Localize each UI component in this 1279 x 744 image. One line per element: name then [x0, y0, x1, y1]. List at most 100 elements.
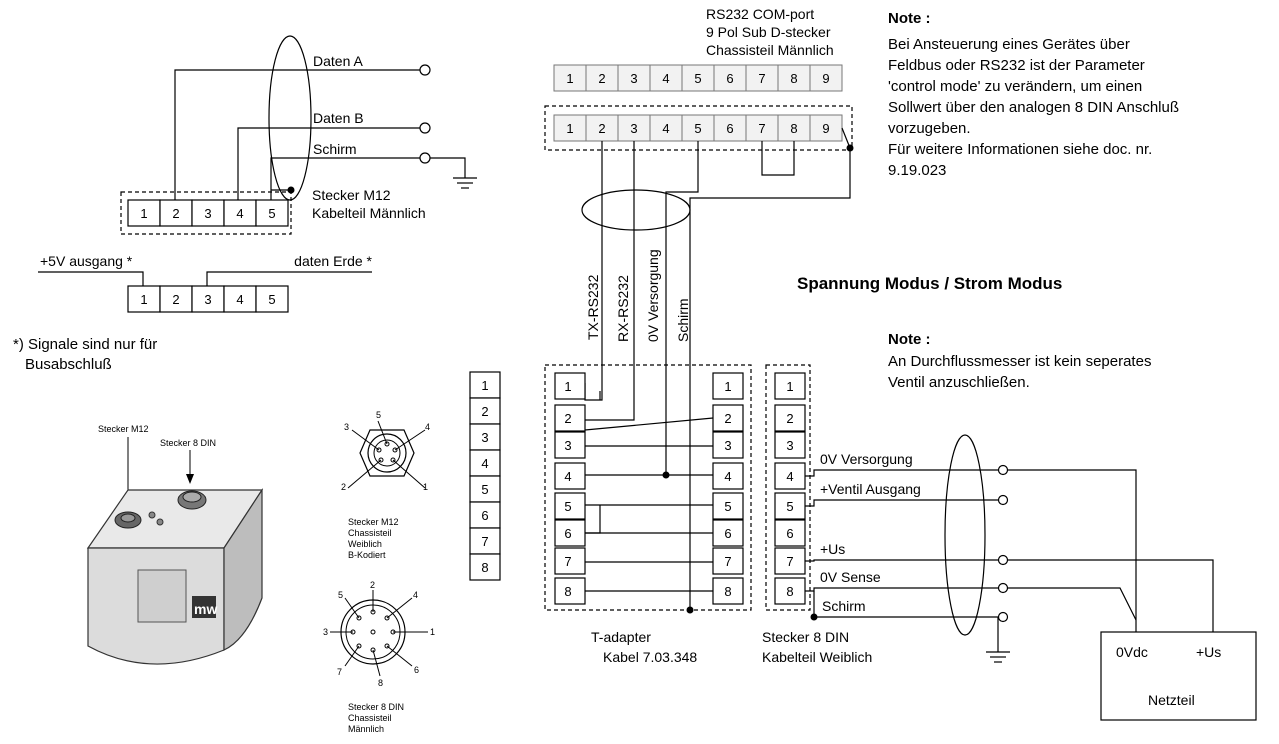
pin: 5 — [481, 482, 488, 497]
note2: Note : An Durchflussmesser ist kein sepe… — [888, 331, 1151, 391]
pin: 2 — [598, 71, 605, 86]
pin-label: 4 — [413, 590, 418, 600]
terminal-daten-a — [419, 64, 431, 76]
m12-cable-section: Daten A Daten B Schirm 1 2 3 4 5 Stecker… — [120, 35, 477, 235]
netzteil-0vdc: 0Vdc — [1116, 644, 1148, 660]
pin: 6 — [564, 526, 571, 541]
label-0v-versorgung: 0V Versorgung — [645, 249, 661, 342]
pin: 2 — [598, 121, 605, 136]
note-line: vorzugeben. — [888, 120, 971, 137]
note-line: An Durchflussmesser ist kein seperates — [888, 353, 1151, 370]
label-daten-b: Daten B — [313, 110, 364, 126]
rs232-cable-row: 1 2 3 4 5 6 7 8 9 — [553, 114, 843, 142]
label-rx-rs232: RX-RS232 — [615, 275, 631, 342]
wire-sense-join — [1008, 587, 1137, 621]
pin: 2 — [786, 411, 793, 426]
m12-title: Stecker M12 — [312, 187, 391, 203]
pin: 5 — [564, 499, 571, 514]
pin: 1 — [566, 71, 573, 86]
pin-label: 3 — [344, 422, 349, 432]
wire-tx — [584, 141, 603, 401]
caption-line: Männlich — [348, 724, 384, 734]
note-line: Für weitere Informationen siehe doc. nr. — [888, 141, 1152, 158]
pin: 6 — [726, 71, 733, 86]
pin: 7 — [481, 534, 488, 549]
note1-heading: Note : — [888, 10, 931, 27]
note1: Note : Bei Ansteuerung eines Gerätes übe… — [888, 10, 1179, 179]
footnote-line2: Busabschluß — [25, 356, 112, 373]
m12-pin-row: 1 2 3 4 5 — [127, 199, 289, 227]
label-out-ventil: +Ventil Ausgang — [820, 481, 921, 497]
caption-line: B-Kodiert — [348, 550, 386, 560]
pin: 1 — [724, 379, 731, 394]
note-line: Feldbus oder RS232 ist der Parameter — [888, 57, 1145, 74]
wire-out-sense — [805, 587, 998, 592]
pin: 1 — [140, 292, 147, 307]
pin-label: 5 — [376, 410, 381, 420]
pin: 3 — [724, 438, 731, 453]
wire-daten-b — [237, 127, 420, 204]
pin: 4 — [724, 469, 731, 484]
output-wiring: 0V Versorgung +Ventil Ausgang +Us 0V Sen… — [805, 434, 1214, 663]
t-adapter-internal-wires — [584, 391, 714, 592]
pin: 3 — [630, 121, 637, 136]
pin: 1 — [564, 379, 571, 394]
m12-connector-outline — [120, 191, 292, 235]
pin: 9 — [822, 71, 829, 86]
pin: 2 — [481, 404, 488, 419]
pin-label: 3 — [323, 627, 328, 637]
pin-label: 2 — [370, 580, 375, 590]
pin: 7 — [724, 554, 731, 569]
pin: 1 — [481, 378, 488, 393]
left-pin-strip: 1 2 3 4 5 6 7 8 — [469, 371, 501, 581]
pin: 5 — [268, 206, 275, 221]
pin: 5 — [694, 121, 701, 136]
pin: 2 — [724, 411, 731, 426]
pin: 3 — [786, 438, 793, 453]
pin: 8 — [790, 121, 797, 136]
wire-schirm — [270, 157, 420, 204]
pin: 2 — [564, 411, 571, 426]
m12-hex-outline — [359, 429, 415, 477]
caption-line: Stecker M12 — [348, 517, 399, 527]
pin-label: 5 — [338, 590, 343, 600]
rs232-subtitle: 9 Pol Sub D-stecker — [706, 24, 831, 40]
pin: 5 — [694, 71, 701, 86]
pin: 6 — [786, 526, 793, 541]
device-label-m12: Stecker M12 — [98, 424, 149, 434]
note2-heading: Note : — [888, 331, 931, 348]
caption-line: Weiblich — [348, 539, 382, 549]
section-title: Spannung Modus / Strom Modus — [797, 274, 1062, 293]
din8-cable-sublabel: Kabelteil Weiblich — [762, 649, 872, 665]
label-schirm: Schirm — [313, 141, 357, 157]
device-side-face — [223, 487, 263, 651]
pin: 4 — [786, 469, 793, 484]
label-5v-ausgang: +5V ausgang * — [40, 253, 133, 269]
wire-5v — [38, 271, 144, 286]
note-line: 'control mode' zu verändern, um einen — [888, 78, 1142, 95]
note-line: Sollwert über den analogen 8 DIN Anschlu… — [888, 99, 1179, 116]
terminal-schirm — [419, 152, 431, 164]
label-out-0v: 0V Versorgung — [820, 451, 913, 467]
m12-chassis-pinout: 1 2 3 4 5 Stecker M12 Chassisteil Weibli… — [341, 410, 430, 560]
wire-daten-erde — [206, 271, 372, 286]
netzteil: 0Vdc +Us Netzteil — [1100, 631, 1257, 721]
din8-cable-label: Stecker 8 DIN — [762, 629, 849, 645]
pin: 3 — [481, 430, 488, 445]
note-line: 9.19.023 — [888, 162, 946, 179]
wire-to-netzteil-0v — [1008, 469, 1137, 632]
rs232-title: RS232 COM-port — [706, 6, 814, 22]
pin: 7 — [564, 554, 571, 569]
caption-line: Chassisteil — [348, 528, 392, 538]
pin: 3 — [630, 71, 637, 86]
pin-label: 4 — [425, 422, 430, 432]
rs232-cable-shield — [581, 189, 691, 231]
rs232-chassis-row: 1 2 3 4 5 6 7 8 9 — [553, 64, 843, 92]
pin: 7 — [758, 121, 765, 136]
pin: 3 — [204, 292, 211, 307]
netzteil-box — [1100, 631, 1257, 721]
output-cable-shield — [944, 434, 986, 636]
termination-section: +5V ausgang * daten Erde * 1 2 3 4 5 *) … — [13, 253, 373, 373]
din8-cable: 1 2 3 4 5 6 7 8 Stecker 8 DIN Kabelteil … — [762, 364, 872, 665]
pin: 1 — [566, 121, 573, 136]
